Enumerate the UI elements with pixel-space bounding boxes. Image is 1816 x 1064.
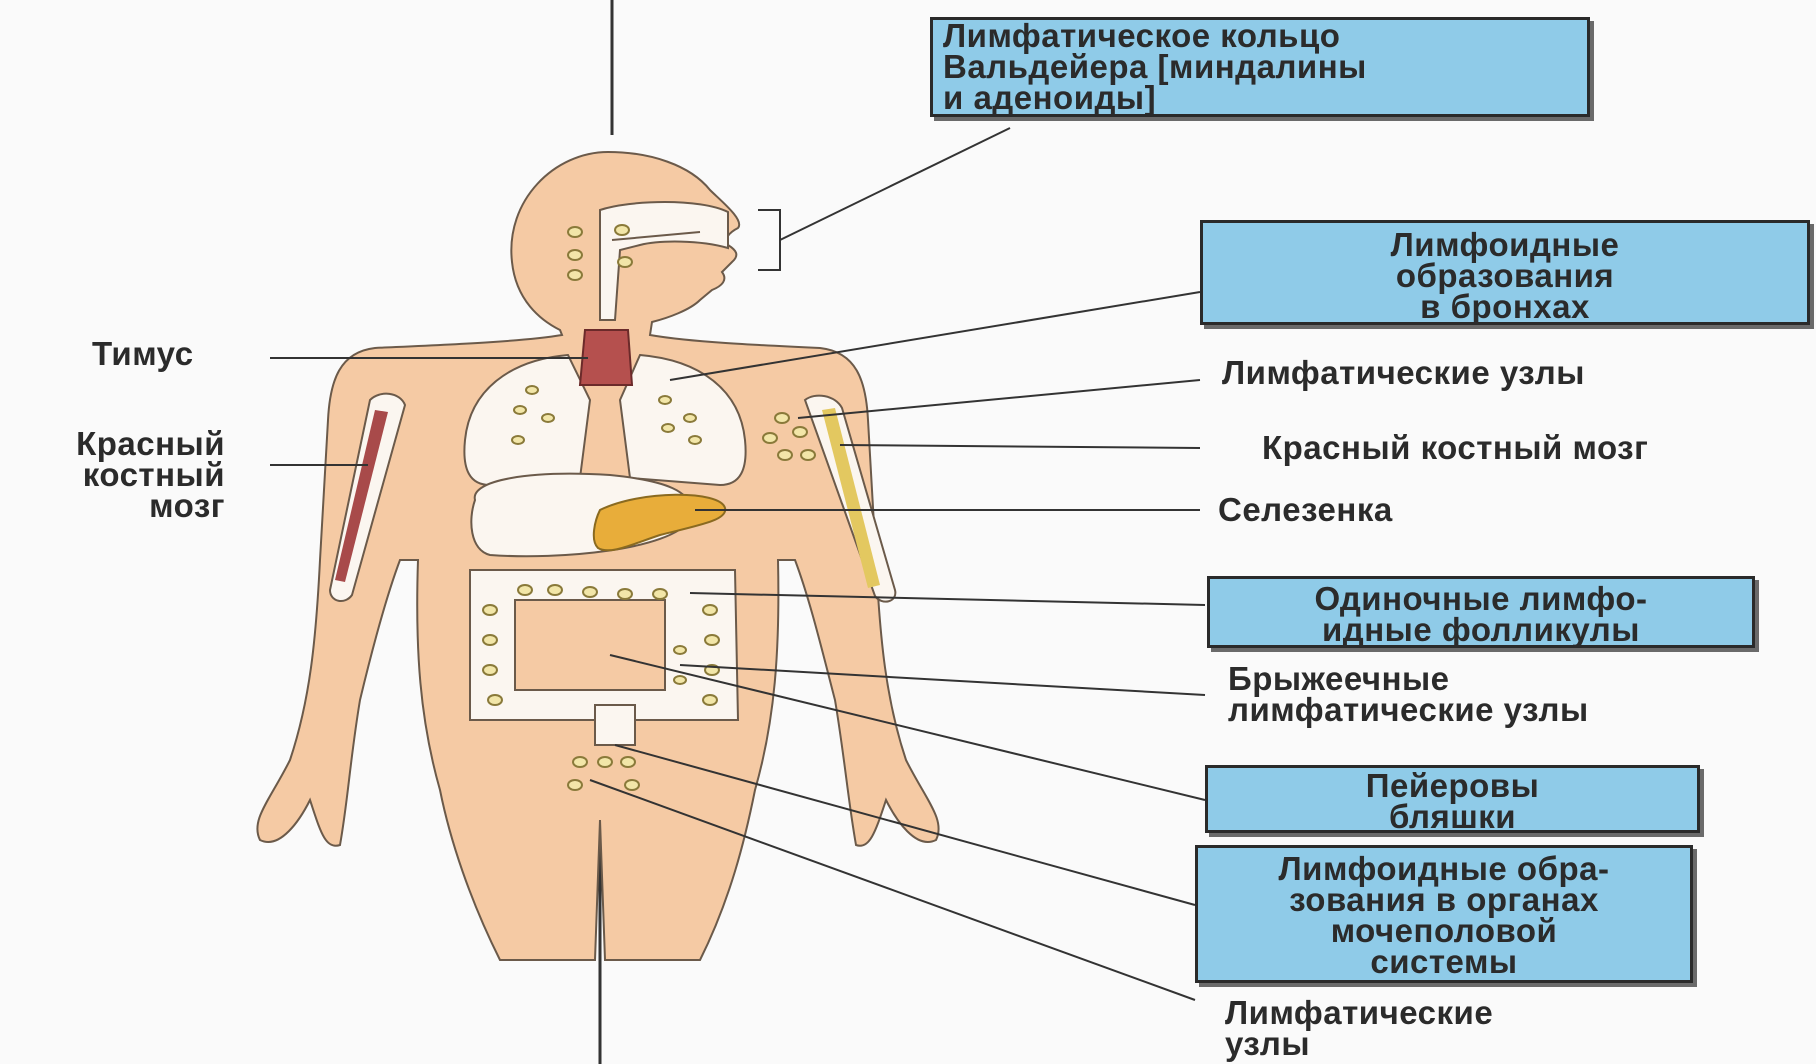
label-red-marrow-left: Красный костный мозг (10, 428, 225, 521)
label-urogenital-lymphoid: Лимфоидные обра- зования в органах мочеп… (1195, 845, 1693, 983)
label-peyer-patches: Пейеровы бляшки (1205, 765, 1700, 833)
intestines (470, 570, 738, 745)
leader-red-marrow-right (840, 445, 1200, 448)
waldeyer-bracket (758, 210, 780, 270)
label-lymph-nodes-upper: Лимфатические узлы (1222, 357, 1585, 388)
label-mesenteric-nodes: Брыжеечные лимфатические узлы (1228, 663, 1589, 725)
label-spleen: Селезенка (1218, 494, 1393, 525)
leader-bronchial (670, 292, 1200, 380)
label-thymus: Тимус (92, 338, 194, 369)
label-bronchial-lymphoid: Лимфоидные образования в бронхах (1200, 220, 1810, 325)
label-red-marrow-right: Красный костный мозг (1262, 432, 1648, 463)
leader-waldeyer (780, 128, 1010, 240)
label-waldeyer-ring: Лимфатическое кольцо Вальдейера [миндали… (930, 17, 1590, 117)
label-lymph-nodes-lower: Лимфатические узлы (1225, 997, 1493, 1059)
label-solitary-follicles: Одиночные лимфо- идные фолликулы (1207, 576, 1755, 648)
